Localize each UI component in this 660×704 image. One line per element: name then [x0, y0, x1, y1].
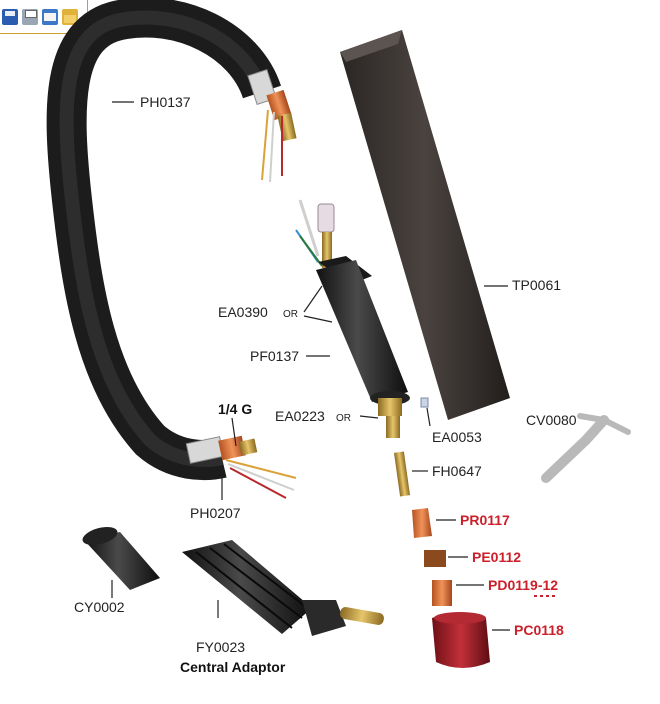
cable-ph0137: [46, 0, 297, 499]
label-tp0061: TP0061: [512, 277, 561, 293]
label-pf0137: PF0137: [250, 348, 299, 364]
label-ea0053: EA0053: [432, 429, 482, 445]
part-pc0118: [432, 612, 490, 668]
label-ea0223: EA0223: [275, 408, 325, 424]
label-ea0390: EA0390: [218, 304, 268, 320]
label-ph0137: PH0137: [140, 94, 191, 110]
wire-set: [295, 199, 335, 268]
leader-lines: [111, 101, 556, 631]
label-pr0117: PR0117: [460, 512, 510, 528]
label-ea0223-or: OR: [336, 413, 351, 424]
print-icon[interactable]: [22, 8, 38, 25]
save-icon[interactable]: [2, 8, 18, 25]
part-fh0647: [393, 451, 411, 497]
label-pd0119: PD0119-12: [488, 577, 558, 593]
clip-cv0080: [541, 413, 631, 483]
label-ea0390-or: OR: [283, 309, 298, 320]
part-pe0112: [424, 550, 446, 567]
label-ph0207: PH0207: [190, 505, 241, 521]
toolbar: [0, 0, 88, 34]
part-cy0002: [82, 526, 160, 590]
label-cy0002: CY0002: [74, 599, 125, 615]
part-ea0053: [420, 397, 429, 408]
label-quarter-g: 1/4 G: [218, 401, 252, 417]
handle-pf0137: [316, 256, 410, 438]
part-pr0117: [412, 508, 432, 538]
part-pd0119: [432, 580, 452, 606]
part-fy0023: [182, 540, 384, 636]
label-fh0647: FH0647: [432, 463, 482, 479]
label-pc0118: PC0118: [514, 622, 564, 638]
label-cv0080: CV0080: [526, 412, 577, 428]
label-central-adaptor: Central Adaptor: [180, 659, 286, 675]
folder-icon[interactable]: [62, 8, 78, 25]
tube-tp0061: [340, 30, 510, 420]
label-pe0112: PE0112: [472, 549, 521, 565]
email-icon[interactable]: [42, 8, 58, 25]
label-fy0023: FY0023: [196, 639, 245, 655]
